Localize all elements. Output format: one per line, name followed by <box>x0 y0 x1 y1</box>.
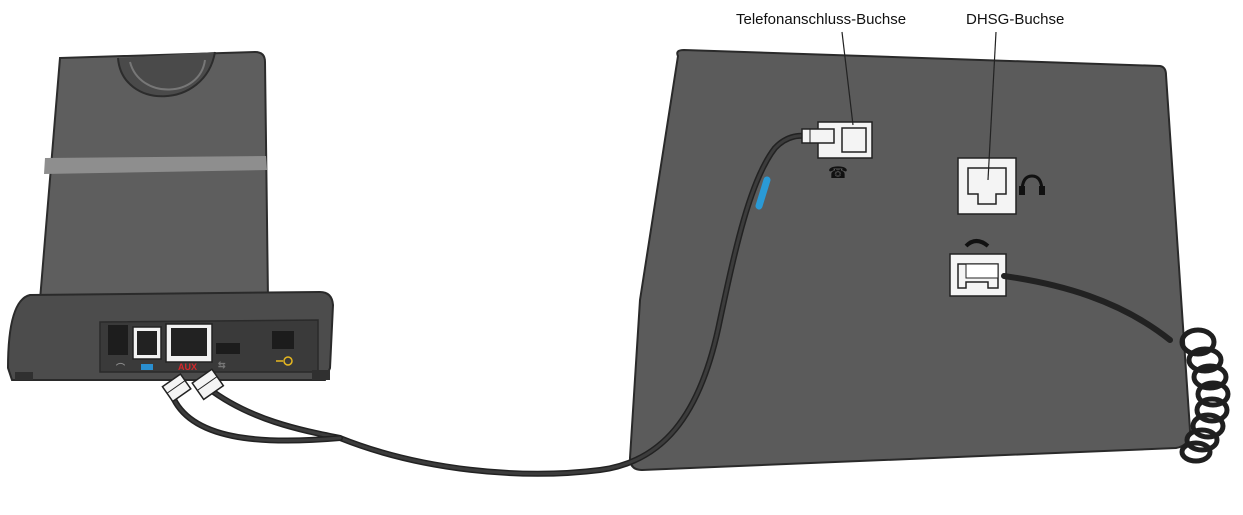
leader-dhsg-jack <box>987 31 997 181</box>
base-body <box>38 50 270 301</box>
handset-port-icon: ⌒ <box>115 362 126 373</box>
desk-phone: ☎ <box>628 48 1192 472</box>
phone-jack-label: Telefonanschluss-Buchse <box>736 11 907 28</box>
power-port <box>272 331 294 349</box>
handset-cord <box>1001 273 1173 343</box>
usb-port <box>216 343 240 354</box>
handset-port <box>108 325 128 355</box>
usb-icon: ⇆ <box>218 360 226 370</box>
headset-icon <box>1019 174 1045 195</box>
coil-cord <box>1179 327 1231 464</box>
connector-base-aux <box>191 368 225 401</box>
handset-icon <box>964 239 990 248</box>
telephone-icon: ☎ <box>828 165 848 182</box>
cable-marker <box>755 176 771 210</box>
leader-phone-jack <box>841 31 854 126</box>
phone-port-icon <box>141 364 153 370</box>
connector-phone-jack <box>801 128 835 144</box>
base-cradle <box>117 51 216 98</box>
power-icon <box>276 356 293 366</box>
headset-base: ⌒ AUX ⇆ <box>6 50 335 381</box>
connector-base-phone <box>161 373 192 403</box>
dhsg-jack-label: DHSG-Buchse <box>966 11 1065 28</box>
cables <box>169 132 1231 477</box>
base-stripe <box>44 156 267 174</box>
aux-port-label: AUX <box>178 362 197 372</box>
phone-body <box>628 48 1192 472</box>
